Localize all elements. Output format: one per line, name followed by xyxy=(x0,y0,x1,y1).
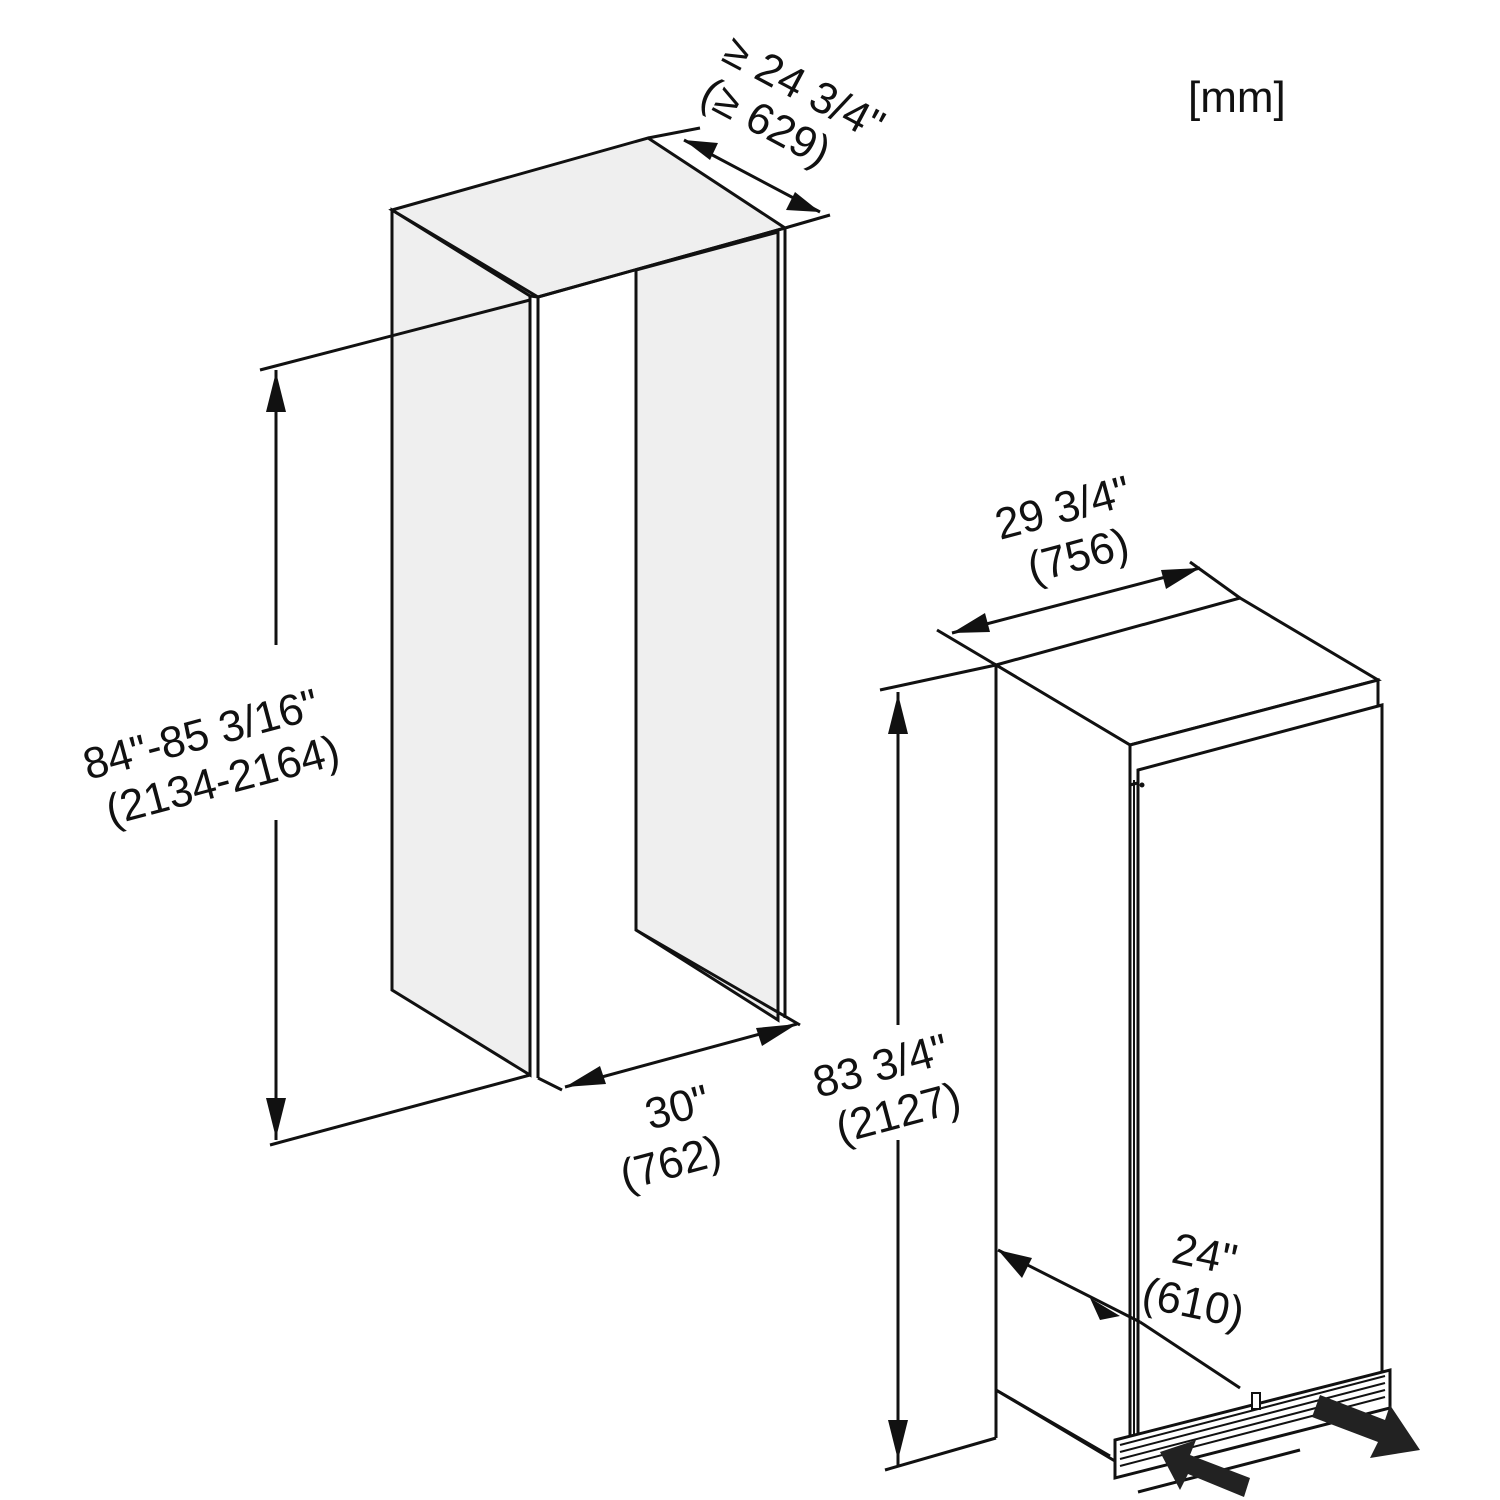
appliance-drawing xyxy=(884,596,1392,1494)
niche-width-dimension: 30" (762) xyxy=(564,1022,798,1200)
niche-drawing xyxy=(259,136,801,1147)
niche-width-mm: (762) xyxy=(615,1126,727,1200)
niche-left-panel xyxy=(390,207,532,1078)
appliance-side xyxy=(994,662,1132,1473)
niche-height-dimension: 84"-85 3/16" (2134-2164) xyxy=(78,370,345,1140)
airflow-arrows xyxy=(1160,1395,1420,1497)
unit-label: [mm] xyxy=(1188,73,1286,122)
appliance-height-dimension: 83 3/4" (2127) xyxy=(808,663,997,1465)
appliance-door xyxy=(1136,703,1384,1442)
air-exhaust-arrow xyxy=(1312,1395,1420,1458)
appliance-depth-dimension: 24" (610) xyxy=(997,1224,1249,1390)
air-intake-arrow xyxy=(1160,1440,1250,1497)
niche-right-panel xyxy=(634,230,780,1023)
